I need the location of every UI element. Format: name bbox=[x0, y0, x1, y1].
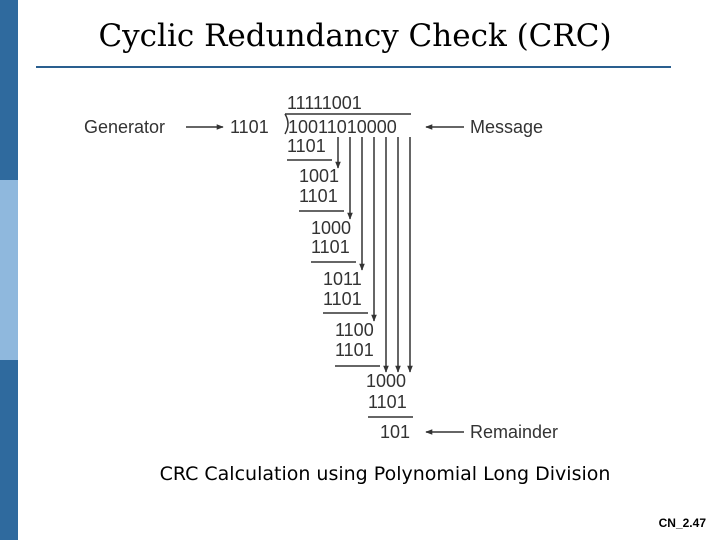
figure-caption: CRC Calculation using Polynomial Long Di… bbox=[159, 463, 611, 485]
quotient-text: 11111001 bbox=[287, 93, 362, 113]
subtrahend-text: 1101 bbox=[368, 392, 407, 412]
partial-result-text: 1001 bbox=[299, 166, 339, 186]
sidebar-segment-middle bbox=[0, 180, 18, 360]
dividend-text: 10011010000 bbox=[288, 117, 397, 137]
message-label: Message bbox=[470, 117, 543, 137]
subtrahend-text: 1101 bbox=[311, 237, 350, 257]
divisor-text: 1101 bbox=[230, 117, 269, 137]
subtrahend-text: 1101 bbox=[299, 186, 338, 206]
subtrahend-text: 1101 bbox=[335, 340, 374, 360]
title-underline bbox=[36, 66, 671, 68]
sidebar-segment-bottom bbox=[0, 360, 18, 540]
division-bracket bbox=[284, 113, 289, 135]
slide-number: CN_2.47 bbox=[658, 516, 706, 530]
sidebar-accent bbox=[0, 0, 18, 540]
partial-result-text: 1100 bbox=[335, 320, 374, 340]
sidebar-segment-top bbox=[0, 0, 18, 180]
generator-label: Generator bbox=[84, 117, 165, 137]
remainder-text: 101 bbox=[380, 422, 410, 442]
subtrahend-text: 1101 bbox=[323, 289, 362, 309]
remainder-label: Remainder bbox=[470, 422, 558, 442]
partial-result-text: 1000 bbox=[366, 371, 406, 391]
partial-result-text: 1011 bbox=[323, 269, 362, 289]
subtrahend-text: 1101 bbox=[287, 136, 326, 156]
slide-title: Cyclic Redundancy Check (CRC) bbox=[98, 18, 612, 54]
partial-result-text: 1000 bbox=[311, 218, 351, 238]
